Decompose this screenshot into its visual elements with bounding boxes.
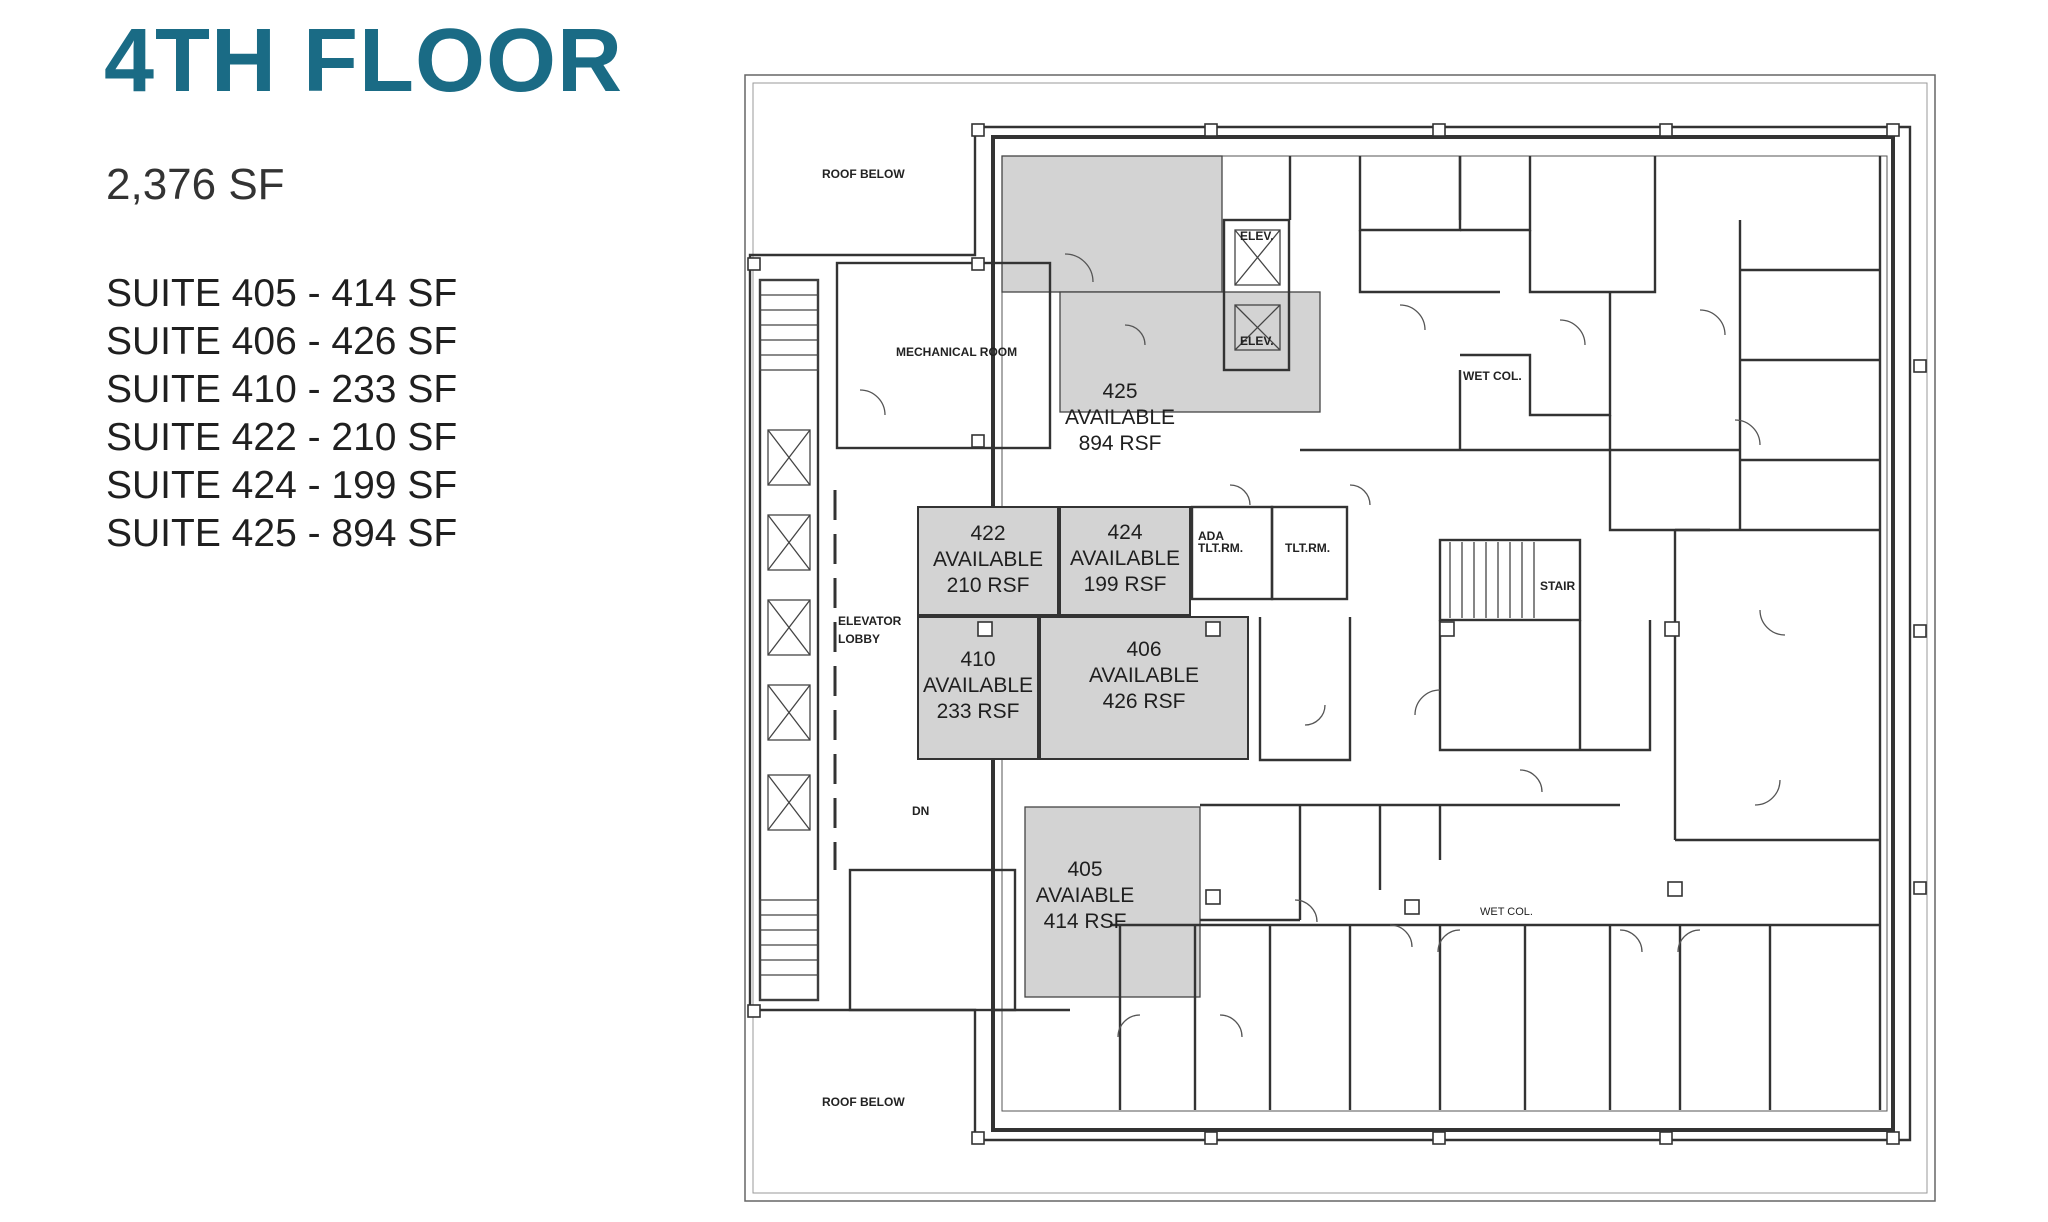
elevator-car-1 [1234, 229, 1281, 286]
svg-text:AVAILABLE: AVAILABLE [1070, 547, 1180, 570]
suite-425-area-lower[interactable] [1059, 291, 1321, 413]
svg-text:894 RSF: 894 RSF [1079, 432, 1162, 455]
svg-text:410: 410 [960, 648, 995, 671]
suite-list-item: SUITE 405 - 414 SF [106, 272, 458, 315]
svg-text:422: 422 [970, 522, 1005, 545]
roof-below-bottom-label: ROOF BELOW [822, 1095, 905, 1109]
total-area: 2,376 SF [106, 160, 285, 209]
structural-columns [747, 123, 1927, 1145]
roof-outline-outer [744, 74, 1936, 1202]
suite-405-label: 405 AVAIABLE 414 RSF [1036, 858, 1134, 933]
dn-label: DN [912, 804, 929, 818]
restroom-tlt [1270, 505, 1349, 601]
elevator-label: ELEV. [1240, 229, 1274, 243]
svg-text:233 RSF: 233 RSF [937, 700, 1020, 723]
suite-422-label: 422 AVAILABLE 210 RSF [933, 522, 1043, 597]
suite-list-item: SUITE 406 - 426 SF [106, 320, 458, 363]
wet-column-label-bottom: WET COL. [1480, 906, 1533, 918]
suite-424-label: 424 AVAILABLE 199 RSF [1070, 521, 1180, 596]
suite-410-area[interactable] [917, 616, 1039, 760]
suite-425-label: 425 AVAILABLE 894 RSF [1065, 380, 1175, 455]
svg-text:425: 425 [1102, 380, 1137, 403]
suite-406-label: 406 AVAILABLE 426 RSF [1089, 638, 1199, 713]
svg-text:414 RSF: 414 RSF [1044, 910, 1127, 933]
wet-column-label-top: WET COL. [1463, 369, 1522, 383]
mechanical-room [835, 261, 1052, 450]
office-partitions [995, 156, 1882, 1110]
suite-list-item: SUITE 410 - 233 SF [106, 368, 458, 411]
roof-outline-inner [752, 82, 1928, 1194]
svg-text:AVAIABLE: AVAIABLE [1036, 884, 1134, 907]
tlt-room-label: TLT.RM. [1285, 541, 1330, 555]
stair-label: STAIR [1540, 579, 1575, 593]
svg-text:426 RSF: 426 RSF [1103, 690, 1186, 713]
svg-text:AVAILABLE: AVAILABLE [1089, 664, 1199, 687]
restroom-core-south [848, 868, 1017, 1012]
svg-text:AVAILABLE: AVAILABLE [933, 548, 1043, 571]
suite-425-area[interactable] [1001, 155, 1223, 293]
suite-405-area[interactable] [1024, 806, 1201, 998]
suite-list-item: SUITE 424 - 199 SF [106, 464, 458, 507]
floor-plan: ROOF BELOW ROOF BELOW MECHANICAL ROOM EL… [744, 74, 1936, 1202]
stair-west-top [759, 279, 819, 371]
page-title: 4TH FLOOR [104, 11, 623, 111]
stair-east [1438, 538, 1582, 622]
suite-list-item: SUITE 422 - 210 SF [106, 416, 458, 459]
stair-west-bottom [759, 899, 819, 1001]
suite-424-area[interactable] [1059, 506, 1191, 616]
svg-text:AVAILABLE: AVAILABLE [1065, 406, 1175, 429]
suite-area-list: SUITE 405 - 414 SF SUITE 406 - 426 SF SU… [106, 270, 457, 558]
elevator-shaft [1222, 218, 1291, 372]
elevator-lobby-label-2: LOBBY [838, 632, 880, 646]
svg-text:210 RSF: 210 RSF [947, 574, 1030, 597]
elevator-cars-west [767, 429, 811, 831]
suite-406-area[interactable] [1039, 616, 1249, 760]
svg-text:AVAILABLE: AVAILABLE [923, 674, 1033, 697]
elevator-lobby-label: ELEVATOR [838, 614, 902, 628]
svg-text:199 RSF: 199 RSF [1084, 573, 1167, 596]
mechanical-room-label: MECHANICAL ROOM [896, 345, 1017, 359]
suite-list-item: SUITE 425 - 894 SF [106, 512, 458, 555]
suite-422-area[interactable] [917, 506, 1059, 616]
elevator-label-2: ELEV. [1240, 334, 1274, 348]
roof-below-top-label: ROOF BELOW [822, 167, 905, 181]
elevator-bank [758, 278, 820, 1002]
svg-text:405: 405 [1067, 858, 1102, 881]
elevator-car-2 [1234, 304, 1281, 351]
svg-text:424: 424 [1107, 521, 1142, 544]
ada-tlt-label: TLT.RM. [1198, 541, 1243, 555]
ada-label: ADA [1198, 529, 1224, 543]
suite-410-label: 410 AVAILABLE 233 RSF [923, 648, 1033, 723]
svg-text:406: 406 [1126, 638, 1161, 661]
door-swings [859, 253, 1786, 1038]
